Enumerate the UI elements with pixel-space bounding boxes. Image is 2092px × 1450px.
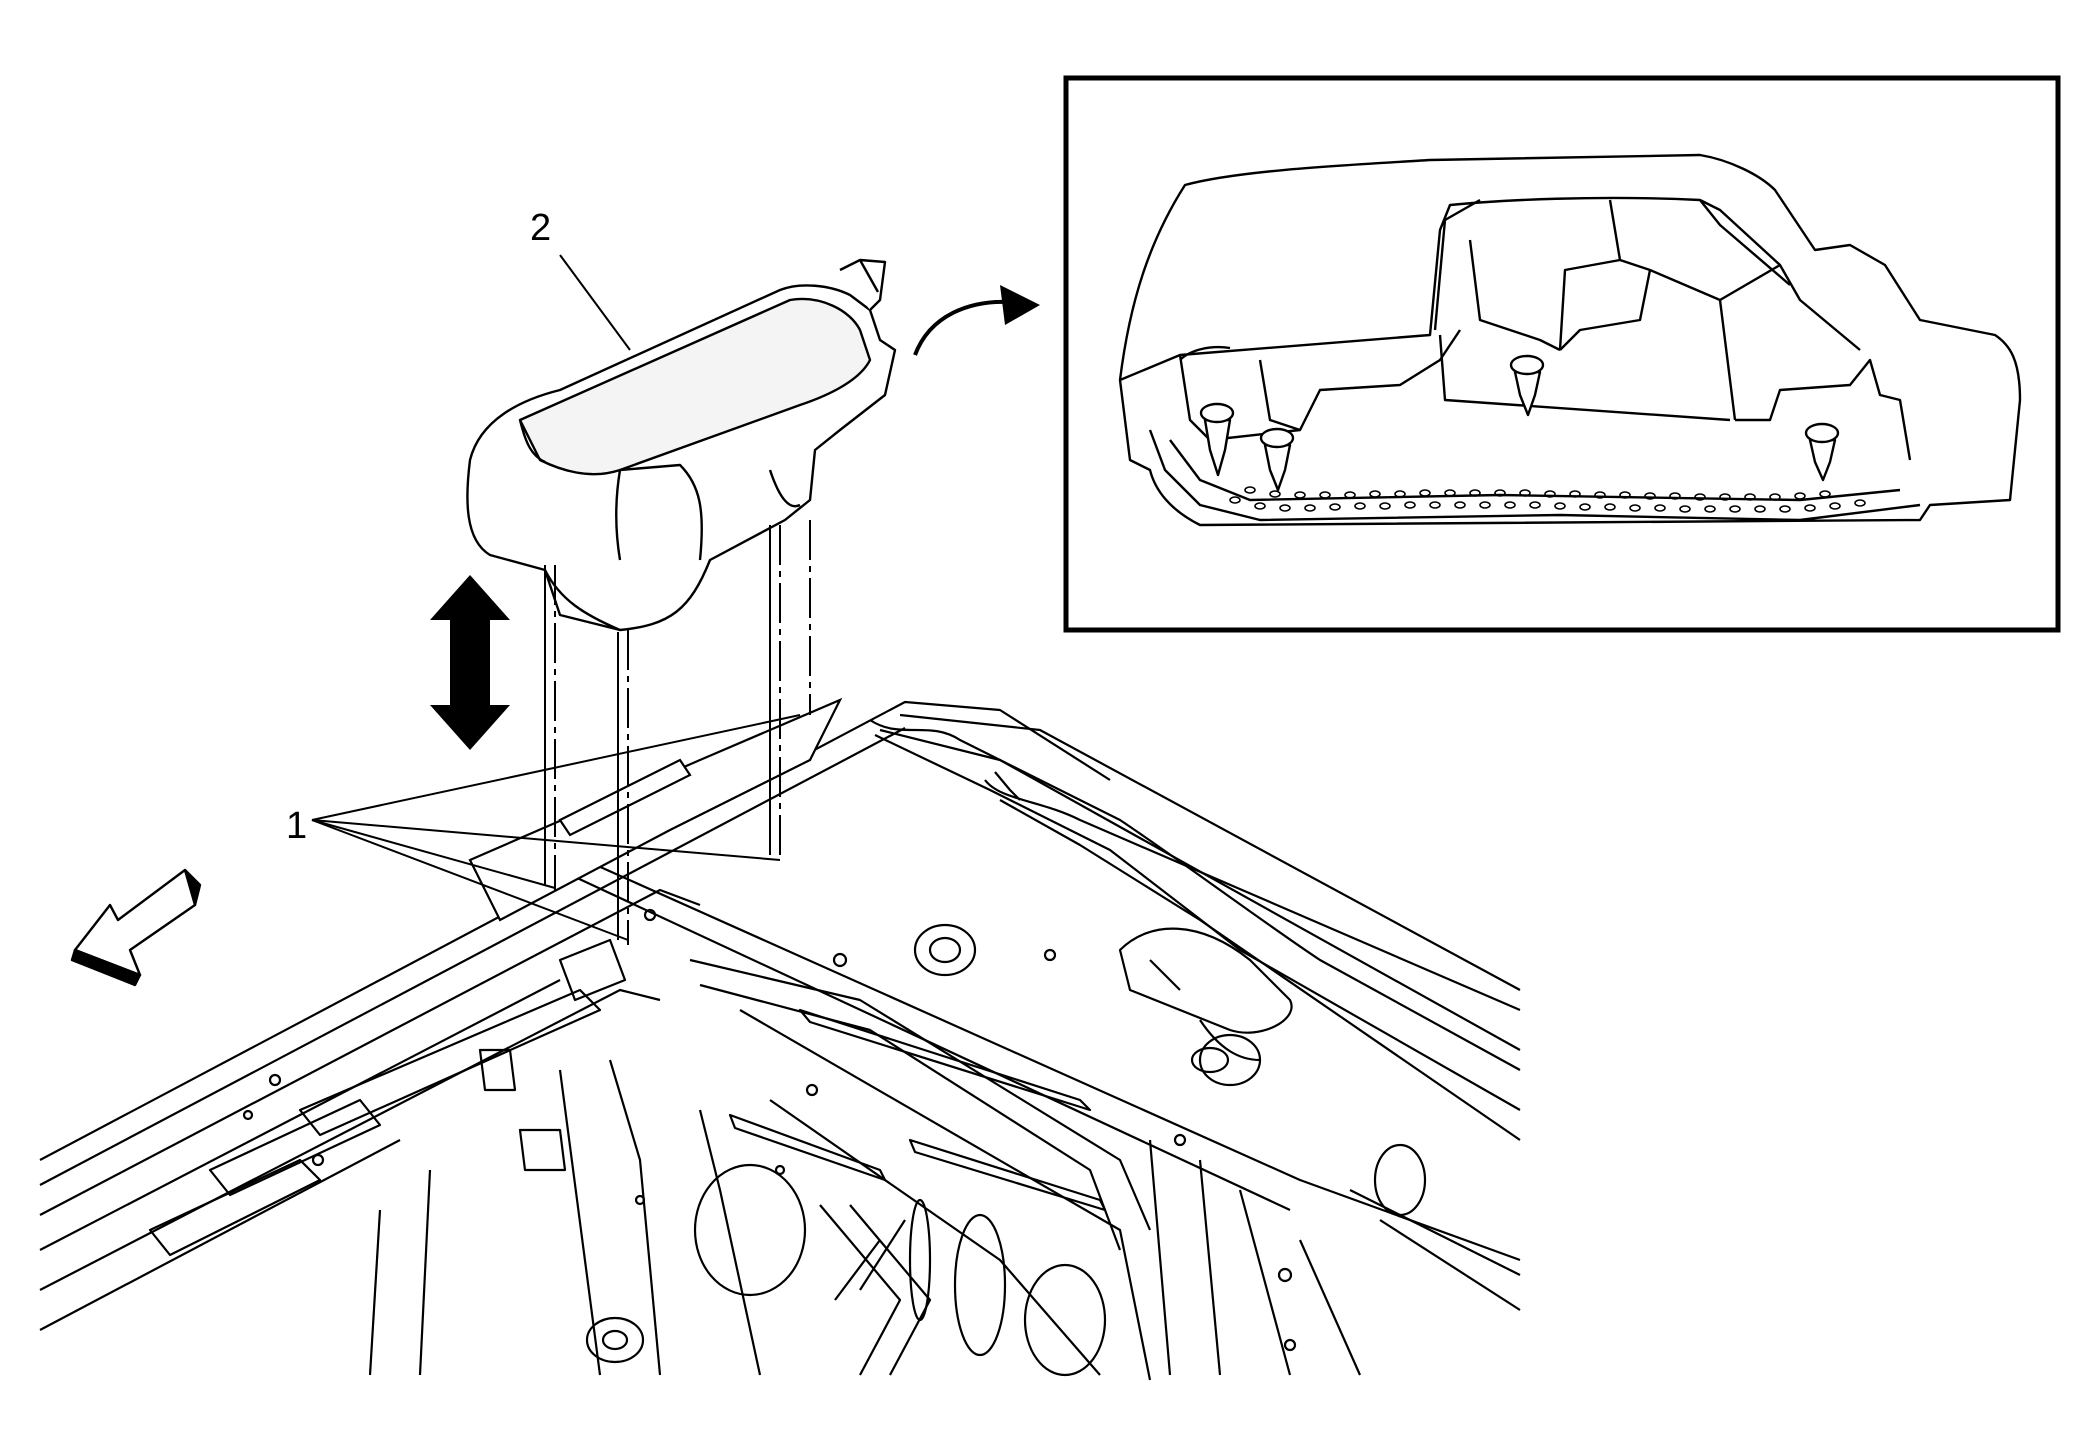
callout-label-2: 2 <box>530 207 551 249</box>
mounting-pad <box>468 697 843 922</box>
armrest-assembly <box>466 258 897 632</box>
alignment-lines <box>554 520 811 945</box>
detail-view-arrow-icon <box>913 285 1040 356</box>
detail-inset <box>1063 75 2061 633</box>
double-headed-arrow-icon <box>430 575 510 750</box>
callout-label-1: 1 <box>286 805 307 847</box>
perforation-pattern <box>1229 486 1866 513</box>
body-structure <box>39 700 1521 1381</box>
alignment-lines-solid <box>544 525 771 940</box>
vehicle-front-arrow-icon <box>70 868 202 987</box>
callout-2-leader <box>559 254 631 351</box>
callout-1-leaders <box>311 714 801 941</box>
armrest-underside-view <box>1118 153 2022 527</box>
